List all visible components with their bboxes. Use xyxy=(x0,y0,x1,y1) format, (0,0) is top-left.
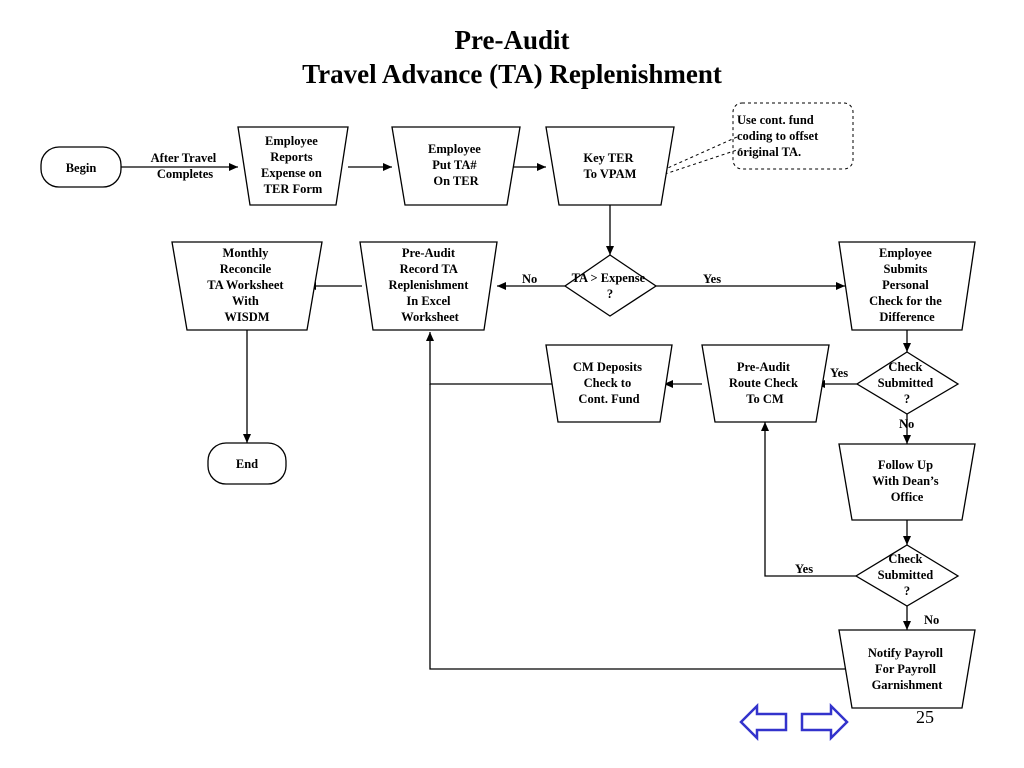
follow-up-box xyxy=(838,443,976,521)
end-terminator xyxy=(207,442,287,485)
pre-audit-record-label: Pre-Audit Record TA Replenishment In Exc… xyxy=(389,246,472,324)
note-callout xyxy=(732,102,854,170)
prev-arrow-shape[interactable] xyxy=(739,702,788,742)
note-label: Use cont. fund coding to offset original… xyxy=(737,113,821,159)
no-label-check2: No xyxy=(924,613,939,627)
after-travel-label: After Travel Completes xyxy=(151,151,220,181)
arrow-cm-to-record xyxy=(426,332,556,385)
employee-put-ta-box xyxy=(391,126,521,206)
shapes xyxy=(40,102,976,709)
end-label: End xyxy=(236,457,258,471)
notify-payroll-box xyxy=(838,629,976,709)
branch-labels: No Yes Yes No Yes No xyxy=(522,272,939,627)
follow-up-label: Follow Up With Dean’s Office xyxy=(872,458,941,504)
yes-label-check1: Yes xyxy=(830,366,848,380)
prev-arrow-icon[interactable] xyxy=(739,702,788,742)
next-arrow-icon[interactable] xyxy=(800,702,849,742)
employee-submits-label: Employee Submits Personal Check for the … xyxy=(869,246,945,324)
notify-payroll-label: Notify Payroll For Payroll Garnishment xyxy=(868,646,946,692)
employee-reports-box xyxy=(237,126,349,206)
arrow-check2-yes xyxy=(761,422,856,577)
cm-deposits-label: CM Deposits Check to Cont. Fund xyxy=(573,360,645,406)
begin-terminator xyxy=(40,146,122,188)
check-submitted-decision-1 xyxy=(855,351,960,415)
next-arrow-shape[interactable] xyxy=(800,702,849,742)
key-ter-label: Key TER To VPAM xyxy=(583,151,636,181)
page-number: 25 xyxy=(916,707,934,727)
yes-label-decision: Yes xyxy=(703,272,721,286)
pre-audit-route-box xyxy=(701,344,830,423)
employee-submits-box xyxy=(838,241,976,331)
page-title-line2: Travel Advance (TA) Replenishment xyxy=(302,59,722,89)
employee-reports-label: Employee Reports Expense on TER Form xyxy=(261,134,325,196)
cm-deposits-box xyxy=(545,344,673,423)
pre-audit-record-box xyxy=(359,241,498,331)
connectors xyxy=(121,136,911,670)
check-submitted-2-label: Check Submitted ? xyxy=(878,552,937,598)
yes-label-check2: Yes xyxy=(795,562,813,576)
note-connector-2 xyxy=(658,147,744,177)
node-labels: Begin After Travel Completes Employee Re… xyxy=(66,113,946,692)
ta-expense-label: TA > Expense ? xyxy=(572,271,649,301)
no-label-check1: No xyxy=(899,417,914,431)
begin-label: Begin xyxy=(66,161,97,175)
key-ter-box xyxy=(545,126,675,206)
check-submitted-1-label: Check Submitted ? xyxy=(878,360,937,406)
pre-audit-route-label: Pre-Audit Route Check To CM xyxy=(729,360,801,406)
page-title-line1: Pre-Audit xyxy=(454,25,570,55)
monthly-reconcile-box xyxy=(171,241,323,331)
employee-put-ta-label: Employee Put TA# On TER xyxy=(428,142,484,188)
monthly-reconcile-label: Monthly Reconcile TA Worksheet With WISD… xyxy=(207,246,286,324)
ta-expense-decision xyxy=(563,254,658,317)
arrow-notify-to-record xyxy=(429,384,848,670)
no-label-decision: No xyxy=(522,272,537,286)
check-submitted-decision-2 xyxy=(854,544,960,607)
